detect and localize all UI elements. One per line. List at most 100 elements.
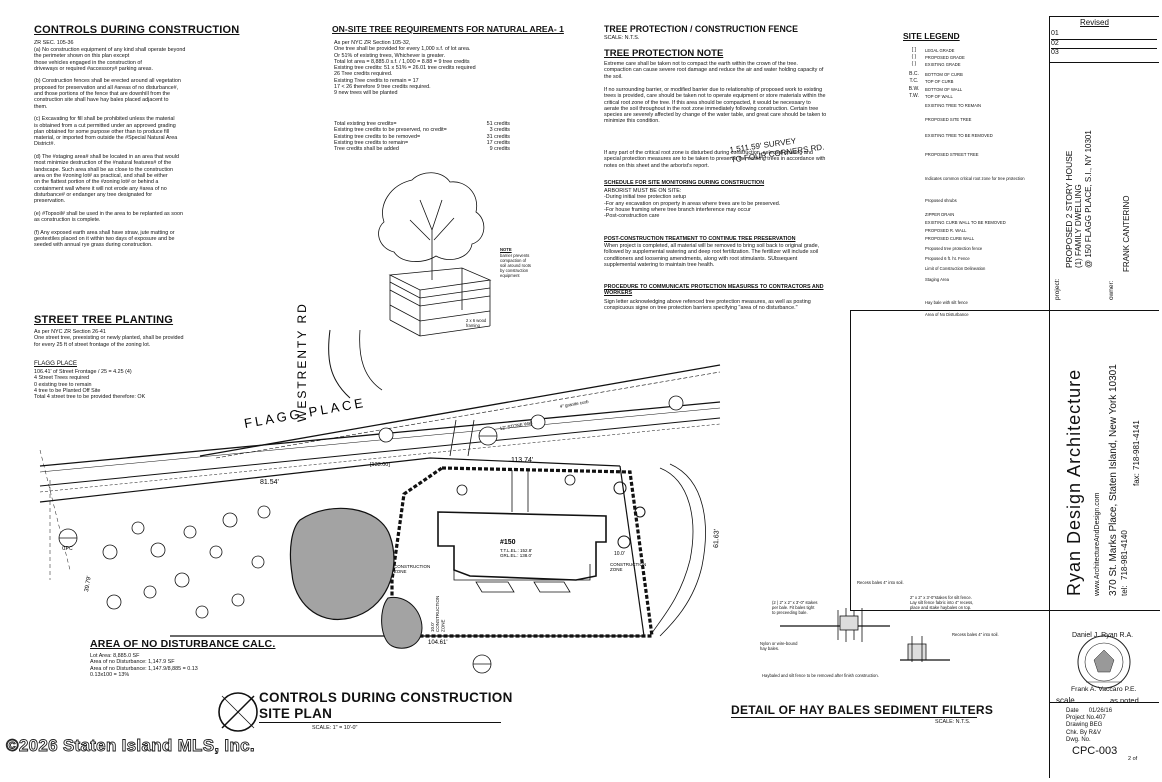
credit-row: Existing tree credits to remain=17 credi… [334, 139, 510, 146]
hay-note-6: Haybaled and silt fence to be removed af… [762, 673, 879, 678]
protection-p3: If any part of the critical root zone is… [604, 150, 826, 169]
dim-left: 81.54' [260, 479, 279, 486]
legend-label: PROPOSED SITE TREE [925, 117, 972, 122]
legend-label: EXISTING GRADE [925, 61, 961, 67]
mls-watermark: ©2026 Staten Island MLS, Inc. [6, 736, 256, 756]
scale-value: as noted [1110, 696, 1139, 705]
onsite-title: ON-SITE TREE REQUIREMENTS FOR NATURAL AR… [332, 24, 564, 34]
legend-item: T.W.TOP OF WALL [903, 93, 953, 99]
legend-label: Proposed shrubs [925, 198, 957, 203]
legend-symbol: T.C. [909, 78, 919, 84]
legend-item: Proposed shrubs [903, 198, 957, 203]
site-plan-drawing: FLAGG PLACE WESTRENTY RD 113.74' 81.54' … [39, 302, 721, 674]
project-type: (1) FAMILY DWELLING [1074, 184, 1083, 268]
cpc-callout: CPC [62, 546, 73, 552]
legend-symbol: [ ] [911, 47, 917, 53]
house-number: #150 [500, 539, 516, 546]
legend-item: Staging Area [903, 277, 949, 282]
project-label: project: [1054, 278, 1061, 300]
legend-title: SITE LEGEND [903, 31, 960, 41]
legend-label: TOP OF CURB [925, 78, 954, 84]
fence-note-title: NOTE [500, 247, 512, 252]
legend-label: Area of No Disturbance [925, 312, 969, 317]
curb-label-1: 4" granite curb [559, 399, 589, 409]
curb-label-2: 12" STONE Wall [499, 420, 532, 431]
legend-item: [ ] LEGAL GRADE [903, 47, 955, 53]
legend-item: Indicates common critical root zone for … [903, 176, 1025, 181]
legend-item: Area of No Disturbance [903, 312, 969, 317]
revised-table: 01 02 03 [1051, 30, 1157, 59]
stamp-ryan: Daniel J. Ryan R.A. [1072, 632, 1134, 639]
legend-label: BOTTOM OF CURB [925, 71, 963, 77]
firm-fax-label: fax: [1132, 473, 1141, 486]
site-plan-title-2: SITE PLAN [259, 706, 333, 721]
fence-title: TREE PROTECTION / CONSTRUCTION FENCE [604, 24, 799, 34]
hay-note-2: 2" x 2" x 3'-0"stakes for silt fence. La… [910, 595, 974, 610]
hay-bales-detail [780, 608, 950, 662]
procedure-text: Sign letter acknowledging above refenced… [604, 299, 811, 312]
legend-label: LEGAL GRADE [925, 47, 955, 53]
schedule-title: SCHEDULE FOR SITE MONITORING DURING CONS… [604, 180, 765, 186]
project-address: @ 150 FLAGG PLACE, S.I., NY 10301 [1084, 130, 1093, 268]
flagg-place-title: FLAGG PLACE [34, 360, 77, 367]
legend-label: Proposed 6 ft. ht. Fence [925, 256, 970, 261]
legend-label: Proposed tree protection fence [925, 246, 983, 251]
controls-text: (a) No construction equipment of any kin… [34, 47, 186, 249]
owner-name: FRANK CANTERINO [1122, 195, 1131, 272]
street-tree-text: As per NYC ZR Section 26-41 One street t… [34, 329, 184, 348]
credit-row: Existing tree credits to be preserved, n… [334, 127, 510, 134]
protection-p1: Extreme care shall be taken not to compa… [604, 61, 824, 80]
firm-tel-label: tel: [1120, 585, 1129, 596]
fence-note-text: barrier prevents compaction of soil arou… [500, 253, 531, 278]
sheet-of: 2 of [1128, 756, 1138, 762]
legend-item: PROPOSED R. WALL [903, 228, 967, 233]
scale-label: scale [1056, 696, 1075, 705]
sheet-number: CPC-003 [1072, 745, 1118, 757]
dim-front: 113.74' [511, 457, 533, 464]
legend-item: Hay bale with silt fence [903, 300, 968, 305]
legend-item: Proposed tree protection fence [903, 246, 982, 251]
legend-label: Staging Area [925, 277, 949, 282]
legend-symbol: B.W. [908, 86, 920, 92]
legend-symbol: T.W. [909, 93, 919, 99]
legend-label: PROPOSED GRADE [925, 54, 965, 60]
post-construction-title: POST-CONSTRUCTION TREATMENT TO CONTINUE … [604, 236, 796, 242]
checked-by: Chk. By R&V [1066, 729, 1102, 736]
dim-133: [133.00] [370, 462, 390, 468]
legend-label: Hay bale with silt fence [925, 300, 968, 305]
zone-bottom: 10.0'CONSTRUCTIONZONE [430, 596, 445, 632]
legend-symbol: B.C. [909, 71, 919, 77]
revised-row: 02 [1051, 40, 1157, 49]
no-disturbance-text: Lot Area: 8,885.0 SF Area of no Disturba… [90, 653, 198, 678]
schedule-text: ARBORIST MUST BE ON SITE: -During initia… [604, 188, 781, 220]
legend-item: B.W.BOTTOM OF WALL [903, 86, 963, 92]
legend-symbol: ( ) [911, 61, 917, 67]
dim-right: 61.63' [713, 529, 721, 548]
firm-fax: 718-981-4141 [1132, 420, 1141, 470]
project-name: PROPOSED 2 STORY HOUSE [1064, 150, 1074, 268]
dwg-no-label: Dwg. No. [1066, 736, 1091, 743]
date-value: 01/26/16 [1088, 708, 1113, 714]
site-plan-scale: SCALE: 1" = 10'-0" [312, 725, 358, 731]
hay-note-4: Recess bales 4" into soil. [952, 632, 999, 637]
legend-item: EXISTING CURB WALL TO BE REMOVED [903, 220, 1006, 225]
post-construction-text: When project is completed, all material … [604, 243, 820, 268]
legend-label: ZIPPER DRAIN [925, 212, 955, 217]
legend-label: Indicates common critical root zone for … [925, 176, 1025, 181]
revised-row: 01 [1051, 30, 1157, 40]
legend-item: PROPOSED CURB WALL [903, 236, 974, 241]
firm-address: 370 St. Marks Place, Staten Island, New … [1108, 364, 1119, 596]
protection-p2: If no surrounding barrier, or modified b… [604, 87, 827, 125]
project-number: Project No.407 [1066, 715, 1106, 722]
credit-row: Existing tree credits to be removed=31 c… [334, 133, 510, 140]
legend-item: EXISTING TREE TO REMAIN [903, 103, 981, 108]
hay-note-3: (2 ) 2" x 2" x 3'-0" stakes per bale. Fi… [772, 600, 818, 615]
hay-note-1: Recess bales 4" into soil. [857, 580, 904, 585]
legend-label: PROPOSED R. WALL [925, 228, 967, 233]
legend-item: T.C. TOP OF CURB [903, 78, 954, 84]
stamp-vaccaro: Frank A. Vaccaro P.E. [1071, 686, 1137, 693]
legend-item: B.C. BOTTOM OF CURB [903, 71, 963, 77]
legend-item: ZIPPER DRAIN [903, 212, 954, 217]
